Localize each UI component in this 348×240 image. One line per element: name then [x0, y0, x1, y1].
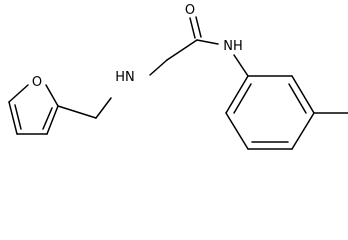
bond-c2-methylene	[57, 105, 97, 119]
bond-furan-c4-c5-inner	[14, 104, 22, 130]
bond-benzene-c3-c4	[291, 112, 315, 150]
amine-nitrogen-label: HN	[115, 70, 135, 85]
bond-furan-o-c2	[45, 84, 59, 107]
bond-amide-n-aryl	[233, 54, 249, 77]
bond-furan-c4-c5	[8, 101, 18, 135]
carbonyl-oxygen-label: O	[185, 3, 195, 18]
bond-benzene-c2-c3	[291, 75, 315, 114]
bond-furan-c2-c3-inner	[42, 107, 53, 130]
bond-benzene-c6-c1	[225, 75, 249, 114]
bond-carbonyl-amide-n	[196, 39, 219, 45]
bond-furan-c2-c3	[46, 105, 59, 135]
bond-methylene-amine	[95, 97, 112, 119]
bond-furan-o-c5	[8, 84, 29, 103]
bond-benzene-c2-c3-inner	[288, 83, 307, 114]
amide-nitrogen-label: NH	[223, 39, 243, 54]
bond-carbonyl-double-1	[189, 17, 196, 39]
bond-benzene-c5-c6	[225, 112, 249, 150]
bond-carbonyl-double-2	[195, 16, 202, 38]
chemical-structure-diagram: O HN O NH	[8, 3, 348, 150]
bond-methylene-carbonyl	[166, 39, 198, 61]
bond-benzene-c6-c1-inner	[233, 83, 252, 114]
bond-amine-methylene	[149, 59, 168, 76]
furan-oxygen-label: O	[32, 75, 42, 90]
